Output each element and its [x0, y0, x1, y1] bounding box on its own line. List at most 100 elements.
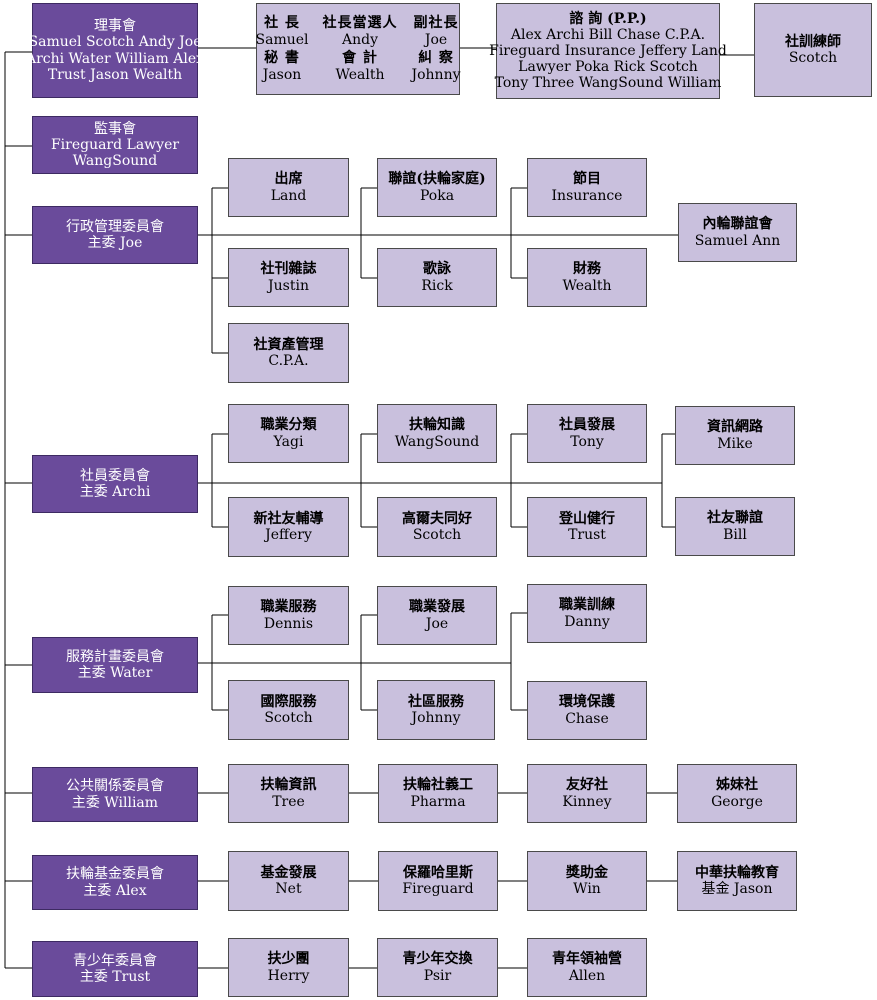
advisors-title: 諮 詢 (P.P.)	[569, 10, 647, 27]
membership-committee-chair: 主委 Archi	[79, 484, 151, 500]
youth-committee-title: 青少年委員會	[73, 952, 157, 969]
ryla-box: 青年領袖營 Allen	[527, 938, 647, 997]
secretary-name: Jason	[262, 66, 302, 83]
interact-name: Herry	[267, 967, 310, 984]
admin-committee-title: 行政管理委員會	[66, 218, 164, 235]
classification-box: 職業分類 Yagi	[228, 404, 349, 463]
admin-committee-chair: 主委 Joe	[87, 235, 143, 251]
member-development-box: 社員發展 Tony	[527, 404, 647, 463]
board-members-line2: Archi Water William Alex	[25, 50, 205, 67]
youth-exchange-box: 青少年交換 Psir	[377, 938, 498, 997]
program-name: Insurance	[551, 187, 623, 204]
fund-development-title: 基金發展	[260, 864, 317, 881]
interact-box: 扶少團 Herry	[228, 938, 349, 997]
paul-harris-box: 保羅哈里斯 Fireguard	[378, 851, 498, 911]
orientation-title: 新社友輔導	[253, 510, 324, 527]
network-name: Mike	[717, 435, 753, 452]
assets-box: 社資產管理 C.P.A.	[228, 323, 349, 383]
vocational-training-name: Danny	[564, 613, 610, 630]
vice-president-label: 副社長	[413, 15, 459, 32]
secretary-label: 秘 書	[264, 49, 300, 66]
membership-committee-title: 社員委員會	[80, 467, 150, 484]
service-committee-chair: 主委 Water	[77, 665, 153, 681]
board-members-line3: Trust Jason Wealth	[47, 66, 183, 83]
knowledge-name: WangSound	[394, 433, 480, 450]
bulletin-name: Justin	[268, 277, 309, 294]
finance-name: Wealth	[562, 277, 612, 294]
program-title: 節目	[573, 171, 601, 188]
vocational-training-box: 職業訓練 Danny	[527, 584, 647, 643]
paul-harris-name: Fireguard	[402, 881, 474, 897]
ryla-name: Allen	[568, 967, 606, 984]
president-elect-name: Andy	[342, 32, 378, 49]
rotary-info-title: 扶輪資訊	[260, 777, 317, 794]
friendship-title: 社友聯誼	[707, 510, 763, 527]
bulletin-box: 社刊雜誌 Justin	[228, 248, 349, 307]
environment-title: 環境保護	[559, 694, 615, 711]
sister-club-box: 姊妹社 George	[677, 764, 797, 823]
board-title: 理事會	[94, 18, 136, 35]
fellowship-box: 聯誼(扶輪家庭) Poka	[377, 158, 497, 217]
officers-grid: 社 長 社長當選人 副社長 Samuel Andy Joe 秘 書 會 計 糾 …	[256, 15, 461, 82]
membership-committee-box: 社員委員會 主委 Archi	[32, 455, 198, 513]
golf-box: 高爾夫同好 Scotch	[377, 497, 497, 557]
friend-club-name: Kinney	[562, 793, 612, 810]
rotary-info-box: 扶輪資訊 Tree	[228, 764, 349, 823]
international-service-name: Scotch	[264, 710, 313, 726]
orientation-name: Jeffery	[265, 527, 312, 543]
pr-committee-box: 公共關係委員會 主委 William	[32, 767, 198, 822]
sister-club-name: George	[711, 793, 763, 810]
supervisors-title: 監事會	[94, 120, 136, 137]
interact-title: 扶少團	[267, 951, 310, 968]
fund-development-name: Net	[275, 881, 302, 897]
volunteer-title: 扶輪社義工	[403, 777, 473, 794]
volunteer-box: 扶輪社義工 Pharma	[378, 764, 498, 823]
advisors-line1: Alex Archi Bill Chase C.P.A.	[510, 26, 706, 43]
song-name: Rick	[421, 277, 453, 294]
assets-title: 社資產管理	[253, 336, 324, 353]
international-service-title: 國際服務	[260, 693, 317, 710]
vocational-service-name: Dennis	[263, 615, 314, 632]
vocational-development-box: 職業發展 Joe	[377, 586, 497, 645]
program-box: 節目 Insurance	[527, 158, 647, 217]
classification-title: 職業分類	[260, 417, 317, 434]
ryla-title: 青年領袖營	[552, 951, 622, 968]
finance-title: 財務	[573, 261, 601, 278]
fellowship-title: 聯誼(扶輪家庭)	[388, 171, 486, 188]
community-service-title: 社區服務	[408, 693, 464, 710]
advisors-line4: Tony Three WangSound William	[494, 75, 722, 92]
sergeant-label: 糾 察	[418, 49, 454, 66]
golf-name: Scotch	[412, 527, 462, 543]
education-fund-title: 中華扶輪教育	[695, 864, 779, 881]
president-label: 社 長	[264, 15, 300, 32]
vocational-service-box: 職業服務 Dennis	[228, 586, 349, 645]
community-service-name: Johnny	[411, 710, 461, 726]
scholarship-name: Win	[573, 881, 601, 897]
admin-committee-box: 行政管理委員會 主委 Joe	[32, 206, 198, 264]
classification-name: Yagi	[273, 433, 304, 450]
member-development-title: 社員發展	[559, 417, 615, 434]
attendance-box: 出席 Land	[228, 158, 349, 217]
song-box: 歌詠 Rick	[377, 248, 497, 307]
treasurer-label: 會 計	[342, 49, 378, 66]
president-elect-label: 社長當選人	[322, 15, 398, 32]
friend-club-box: 友好社 Kinney	[527, 764, 647, 823]
knowledge-title: 扶輪知識	[409, 417, 465, 434]
environment-name: Chase	[565, 710, 609, 727]
advisors-line2: Fireguard Insurance Jeffery Land	[489, 42, 727, 59]
inner-wheel-name: Samuel Ann	[694, 232, 781, 249]
network-title: 資訊網路	[707, 419, 763, 436]
advisors-box: 諮 詢 (P.P.) Alex Archi Bill Chase C.P.A. …	[489, 3, 727, 99]
finance-box: 財務 Wealth	[527, 248, 647, 307]
orientation-box: 新社友輔導 Jeffery	[228, 497, 349, 557]
friendship-box: 社友聯誼 Bill	[675, 497, 795, 556]
sister-club-title: 姊妹社	[716, 777, 758, 794]
trainer-name: Scotch	[788, 50, 838, 66]
board-members-line1: Samuel Scotch Andy Joe	[28, 34, 202, 51]
hiking-name: Trust	[568, 527, 606, 543]
pr-committee-title: 公共關係委員會	[66, 778, 164, 795]
youth-committee-box: 青少年委員會 主委 Trust	[32, 941, 198, 997]
supervisors-line1: Fireguard Lawyer	[50, 136, 180, 153]
education-fund-name: 基金 Jason	[701, 881, 773, 897]
assets-name: C.P.A.	[268, 353, 309, 369]
